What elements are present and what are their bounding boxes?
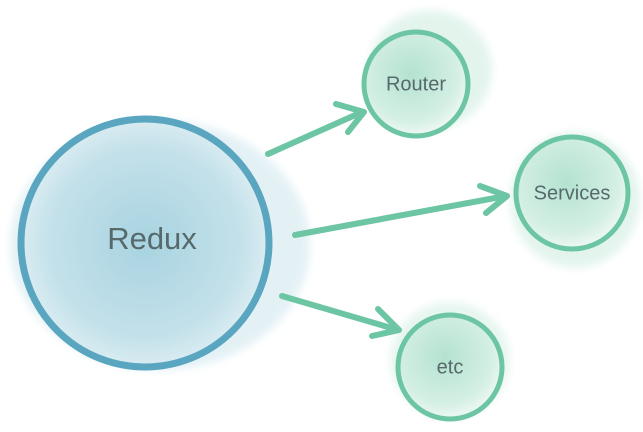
edges xyxy=(265,101,510,339)
arrow-to-etc xyxy=(279,293,402,339)
redux-node[interactable]: Redux xyxy=(17,115,273,371)
router-node[interactable]: Router xyxy=(361,29,471,139)
etc-label: etc xyxy=(437,356,464,378)
etc-node[interactable]: etc xyxy=(395,312,505,422)
arrow-to-services xyxy=(292,183,510,238)
services-node[interactable]: Services xyxy=(513,134,631,252)
arrow-to-router xyxy=(265,101,367,157)
services-label: Services xyxy=(534,182,611,204)
redux-label: Redux xyxy=(107,221,197,256)
router-label: Router xyxy=(386,73,446,95)
